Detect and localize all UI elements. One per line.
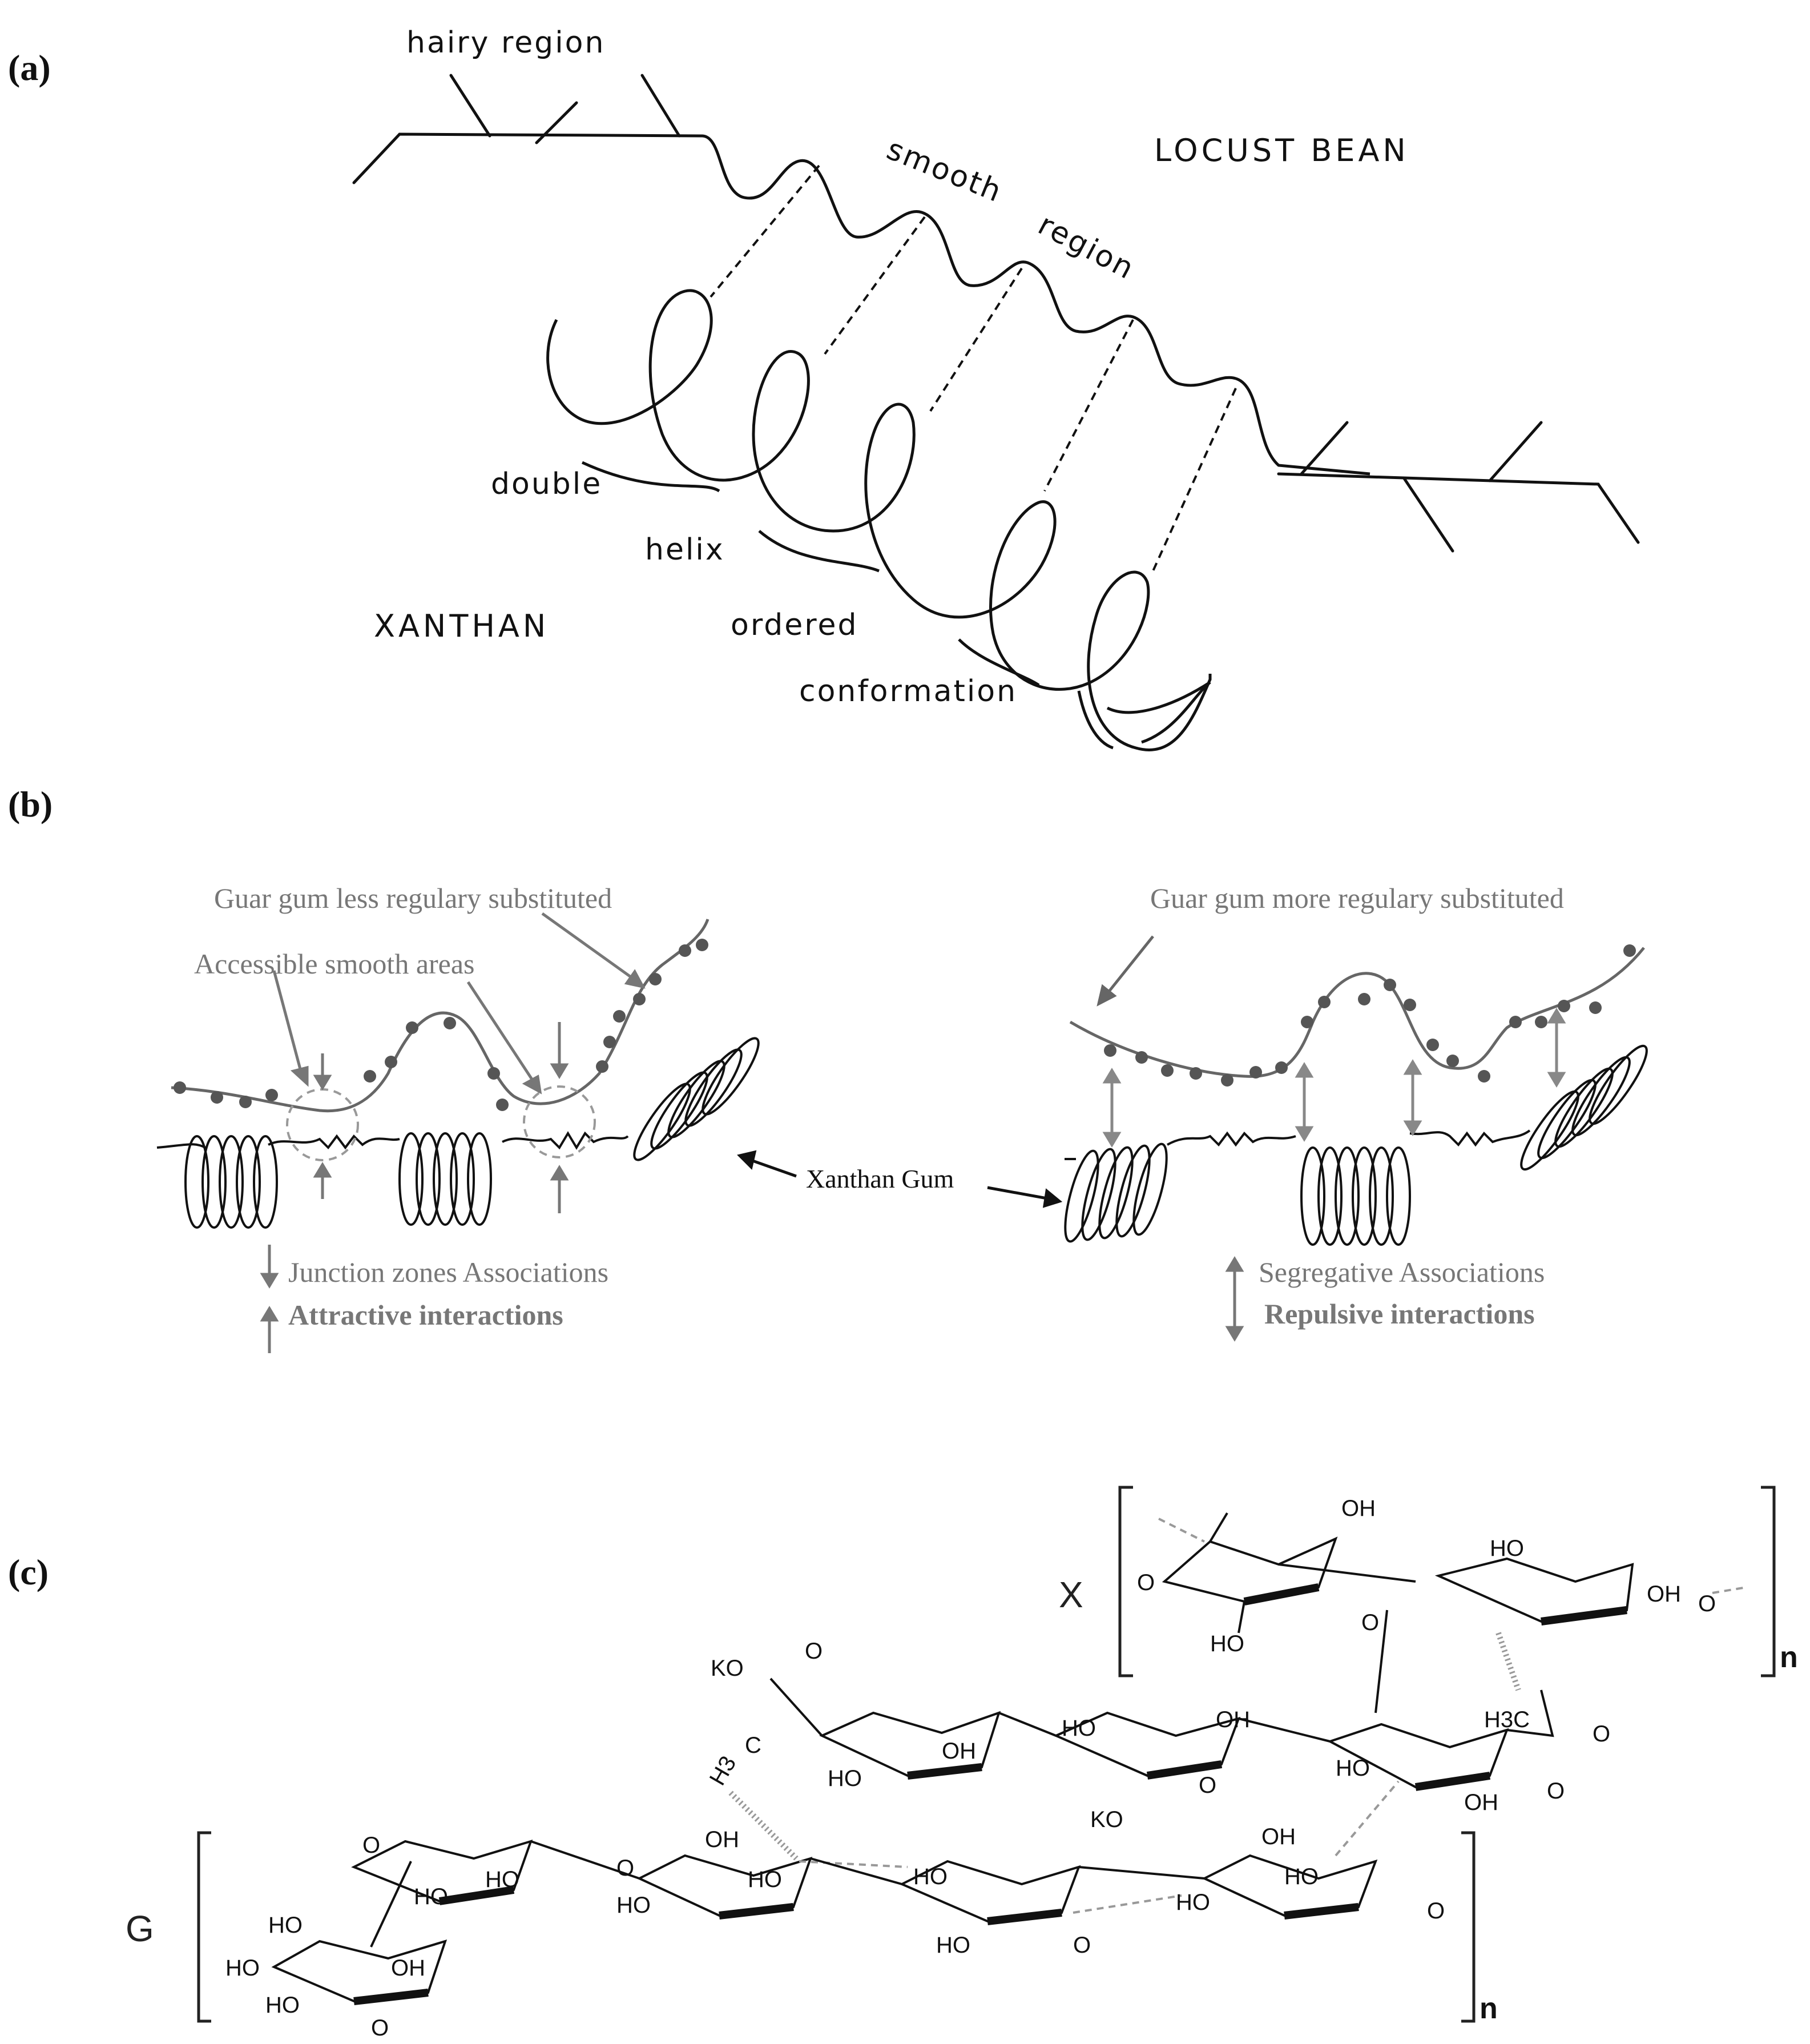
glucomannan-rings — [271, 1839, 1378, 2003]
chem-oh-7: OH — [1261, 1824, 1296, 1849]
label-n-top: n — [1780, 1641, 1798, 1674]
chem-ho-6: HO — [485, 1867, 519, 1892]
chem-oh-6: OH — [705, 1827, 739, 1852]
chem-ho-5: HO — [1336, 1756, 1370, 1781]
label-x: X — [1059, 1574, 1083, 1615]
guar-substituent-dots-right — [1104, 944, 1636, 1087]
chem-oh-3: OH — [942, 1739, 976, 1764]
chem-h3: H3 — [705, 1752, 741, 1789]
chem-ho-10: HO — [616, 1893, 651, 1918]
chem-h3c: H3C — [1484, 1707, 1530, 1732]
chem-ho-7: HO — [748, 1867, 782, 1892]
legend-arrows-right — [1225, 1256, 1244, 1342]
chem-oh-1: OH — [1341, 1496, 1376, 1521]
chem-o-5: O — [1593, 1721, 1610, 1747]
panel-b-label: (b) — [8, 784, 53, 824]
label-guar-more: Guar gum more regulary substituted — [1150, 882, 1564, 914]
label-ordered: ordered — [731, 608, 858, 642]
chem-ho-16: HO — [414, 1884, 448, 1909]
label-double: double — [491, 467, 602, 501]
repulsion-arrows-right — [1102, 1008, 1566, 1148]
label-segregative: Segregative Associations — [1259, 1256, 1545, 1288]
hydrophobic-contacts — [728, 1632, 1521, 1861]
chem-ho-15: HO — [265, 1993, 300, 2018]
chem-o-7: O — [1199, 1773, 1216, 1798]
label-conformation: conformation — [799, 674, 1017, 709]
label-n-bottom: n — [1480, 1992, 1498, 2025]
chem-ho-3: HO — [828, 1766, 862, 1791]
xanthan-terminal-strand — [1077, 681, 1211, 750]
chem-oh-4: OH — [1216, 1707, 1250, 1732]
locust-bean-smooth-region — [702, 134, 1370, 476]
chem-oh-5: OH — [1464, 1790, 1498, 1815]
label-repulsive: Repulsive interactions — [1264, 1298, 1535, 1330]
guar-more-pointer — [1097, 935, 1154, 1007]
xanthan-chain-left — [156, 1037, 760, 1229]
xanthan-second-strand — [581, 461, 1211, 714]
chem-ho-1: HO — [1490, 1536, 1524, 1561]
locust-bean-left-hairy — [352, 74, 704, 184]
label-guar-less: Guar gum less regulary substituted — [214, 882, 612, 914]
chem-ho-14: HO — [225, 1956, 260, 1981]
junction-zone-circles — [286, 1085, 596, 1161]
chem-ho-4: HO — [1062, 1716, 1096, 1741]
chem-ho-11: HO — [1176, 1890, 1210, 1915]
label-hairy-region: hairy region — [406, 26, 605, 60]
xanthan-double-helix — [546, 289, 1212, 751]
chem-oh-2: OH — [1647, 1582, 1681, 1607]
panel-b: (b) — [8, 784, 1648, 1353]
chem-o-11: O — [362, 1833, 380, 1858]
label-accessible: Accessible smooth areas — [194, 948, 475, 980]
locust-bean-right-hairy — [1277, 421, 1640, 553]
xanthan-chain-right — [1064, 1044, 1648, 1246]
chem-o-3: O — [1361, 1610, 1379, 1635]
label-junction: Junction zones Associations — [288, 1256, 608, 1288]
label-region: region — [1033, 208, 1140, 287]
guar-substituent-dots-left — [174, 939, 708, 1111]
guar-chain-left — [171, 919, 710, 1113]
chem-oh-8: OH — [391, 1956, 425, 1981]
chem-o-1: O — [1137, 1570, 1155, 1595]
chem-o-8: O — [1073, 1933, 1091, 1958]
panel-a: (a) hairy region — [8, 26, 1640, 751]
label-smooth: smooth — [882, 132, 1007, 209]
chem-labels: OH HO OH HO O O O KO O H3C O O H3 C HO O… — [225, 1496, 1716, 2041]
hydrogen-bond-dashes — [799, 1518, 1747, 1914]
chem-ho-8: HO — [913, 1864, 948, 1889]
chem-o-10: O — [371, 2015, 389, 2041]
xanthan-gum-arrows — [737, 1150, 1063, 1208]
panel-a-label: (a) — [8, 47, 51, 88]
chem-c: C — [745, 1733, 761, 1758]
legend-arrows-left — [260, 1245, 279, 1353]
chem-o-6: O — [1547, 1779, 1565, 1804]
label-helix: helix — [645, 533, 725, 567]
chem-o-4: O — [805, 1639, 823, 1664]
label-g: G — [126, 1908, 154, 1949]
panel-c-label: (c) — [8, 1552, 49, 1592]
chem-ho-9: HO — [1284, 1864, 1319, 1889]
chem-ko-1: KO — [711, 1656, 744, 1681]
label-xanthan-gum: Xanthan Gum — [806, 1164, 954, 1193]
label-attractive: Attractive interactions — [288, 1299, 563, 1331]
label-xanthan: XANTHAN — [374, 608, 549, 644]
chem-ho-12: HO — [936, 1933, 970, 1958]
chem-o-2: O — [1698, 1591, 1716, 1616]
g-brackets — [197, 1831, 1476, 2023]
panel-c: (c) X n G n — [8, 1486, 1798, 2041]
chem-o-12: O — [616, 1856, 634, 1881]
chem-o-9: O — [1427, 1898, 1445, 1924]
chem-ho-2: HO — [1210, 1631, 1244, 1656]
chem-ko-2: KO — [1090, 1807, 1123, 1832]
label-locust-bean: LOCUST BEAN — [1154, 132, 1409, 168]
interaction-dashes — [710, 164, 1237, 572]
chem-ho-13: HO — [268, 1913, 303, 1938]
bold-ring-edges — [353, 1583, 1627, 2005]
gray-arrows-left — [272, 912, 646, 1213]
glycosidic-bonds — [370, 1563, 1554, 1948]
x-brackets — [1118, 1486, 1776, 1677]
